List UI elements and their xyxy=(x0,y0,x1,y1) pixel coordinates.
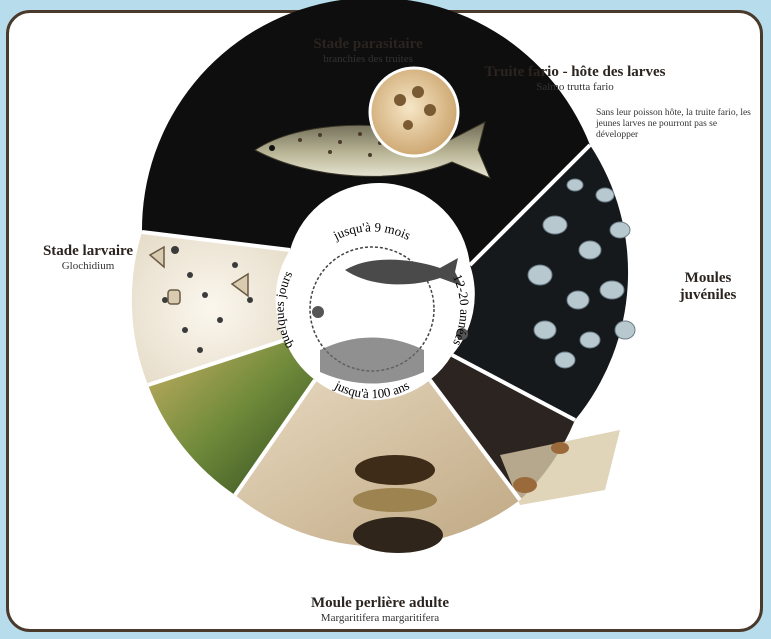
adult-title: Moule perlière adulte xyxy=(270,595,490,612)
juvenile-title-line1: Moules xyxy=(668,270,748,287)
label-juvenile: Moules juvéniles xyxy=(668,270,748,305)
parasitic-subtitle: branchies des truites xyxy=(298,53,438,66)
juvenile-title-line2: juvéniles xyxy=(668,287,748,304)
label-parasitic-stage: Stade parasitaire branchies des truites xyxy=(298,36,438,66)
label-larval-stage: Stade larvaire Glochidium xyxy=(28,243,148,273)
label-host-trout: Truite fario - hôte des larves Salmo tru… xyxy=(470,64,680,94)
adult-subtitle: Margaritifera margaritifera xyxy=(270,612,490,625)
parasitic-title: Stade parasitaire xyxy=(298,36,438,53)
host-subtitle: Salmo trutta fario xyxy=(470,81,680,94)
host-title: Truite fario - hôte des larves xyxy=(470,64,680,81)
host-note: Sans leur poisson hôte, la truite fario,… xyxy=(596,108,758,141)
gill-magnifier xyxy=(370,68,458,156)
larval-subtitle: Glochidium xyxy=(28,260,148,273)
larval-title: Stade larvaire xyxy=(28,243,148,260)
label-adult: Moule perlière adulte Margaritifera marg… xyxy=(270,595,490,625)
